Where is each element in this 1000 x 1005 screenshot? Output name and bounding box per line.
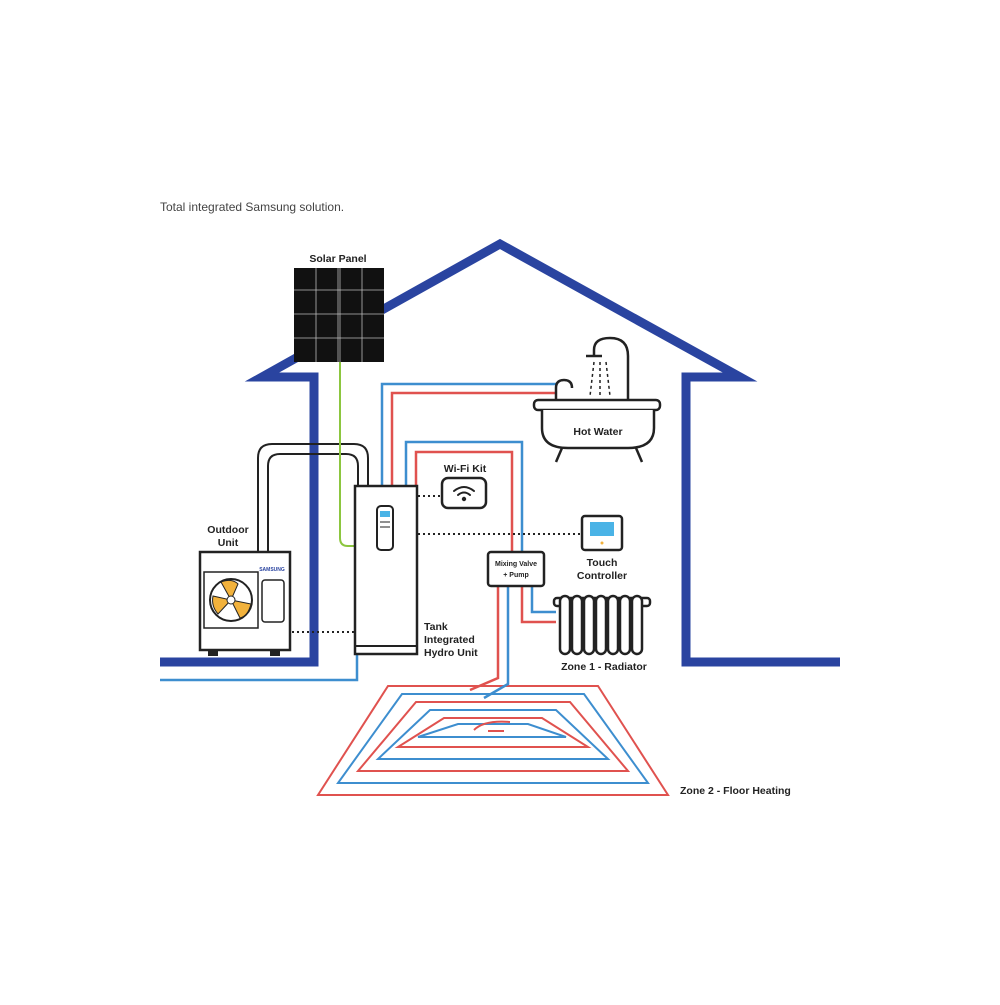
touch-controller [580, 514, 624, 552]
tank-hydro-unit [353, 484, 419, 656]
zone1-radiator-label: Zone 1 - Radiator [561, 661, 647, 673]
tank-label-1: Tank [424, 621, 448, 633]
mixing-valve-label-2: + Pump [503, 572, 528, 579]
refrigerant-pipes [257, 443, 369, 552]
mixing-valve-pump [486, 550, 546, 588]
fan-icon [209, 578, 253, 622]
touch-controller-label-1: Touch [587, 557, 618, 569]
mixing-valve-label-1: Mixing Valve [495, 561, 537, 568]
solar-cable [339, 362, 356, 547]
tank-label-2: Integrated [424, 634, 475, 646]
touch-controller-label-2: Controller [577, 570, 627, 582]
wifi-kit [440, 476, 488, 510]
pipes [160, 382, 556, 700]
floor-heating-coil [316, 685, 670, 796]
solar-panel [294, 268, 384, 362]
radiator [552, 594, 652, 656]
wifi-kit-label: Wi-Fi Kit [444, 463, 487, 475]
control-links [292, 495, 580, 633]
outdoor-unit-label-2: Unit [218, 537, 239, 549]
outdoor-unit-label-1: Outdoor [207, 524, 248, 536]
tank-label-3: Hydro Unit [424, 647, 478, 659]
zone2-floor-heating-label: Zone 2 - Floor Heating [680, 785, 791, 797]
bathtub [532, 336, 662, 463]
brand-logo: SAMSUNG [259, 567, 285, 573]
solar-panel-label: Solar Panel [309, 253, 366, 265]
outdoor-unit [198, 550, 292, 656]
diagram-caption: Total integrated Samsung solution. [160, 200, 345, 214]
hot-water-label: Hot Water [573, 426, 622, 438]
house-outline [160, 238, 840, 667]
wifi-icon [453, 486, 475, 502]
